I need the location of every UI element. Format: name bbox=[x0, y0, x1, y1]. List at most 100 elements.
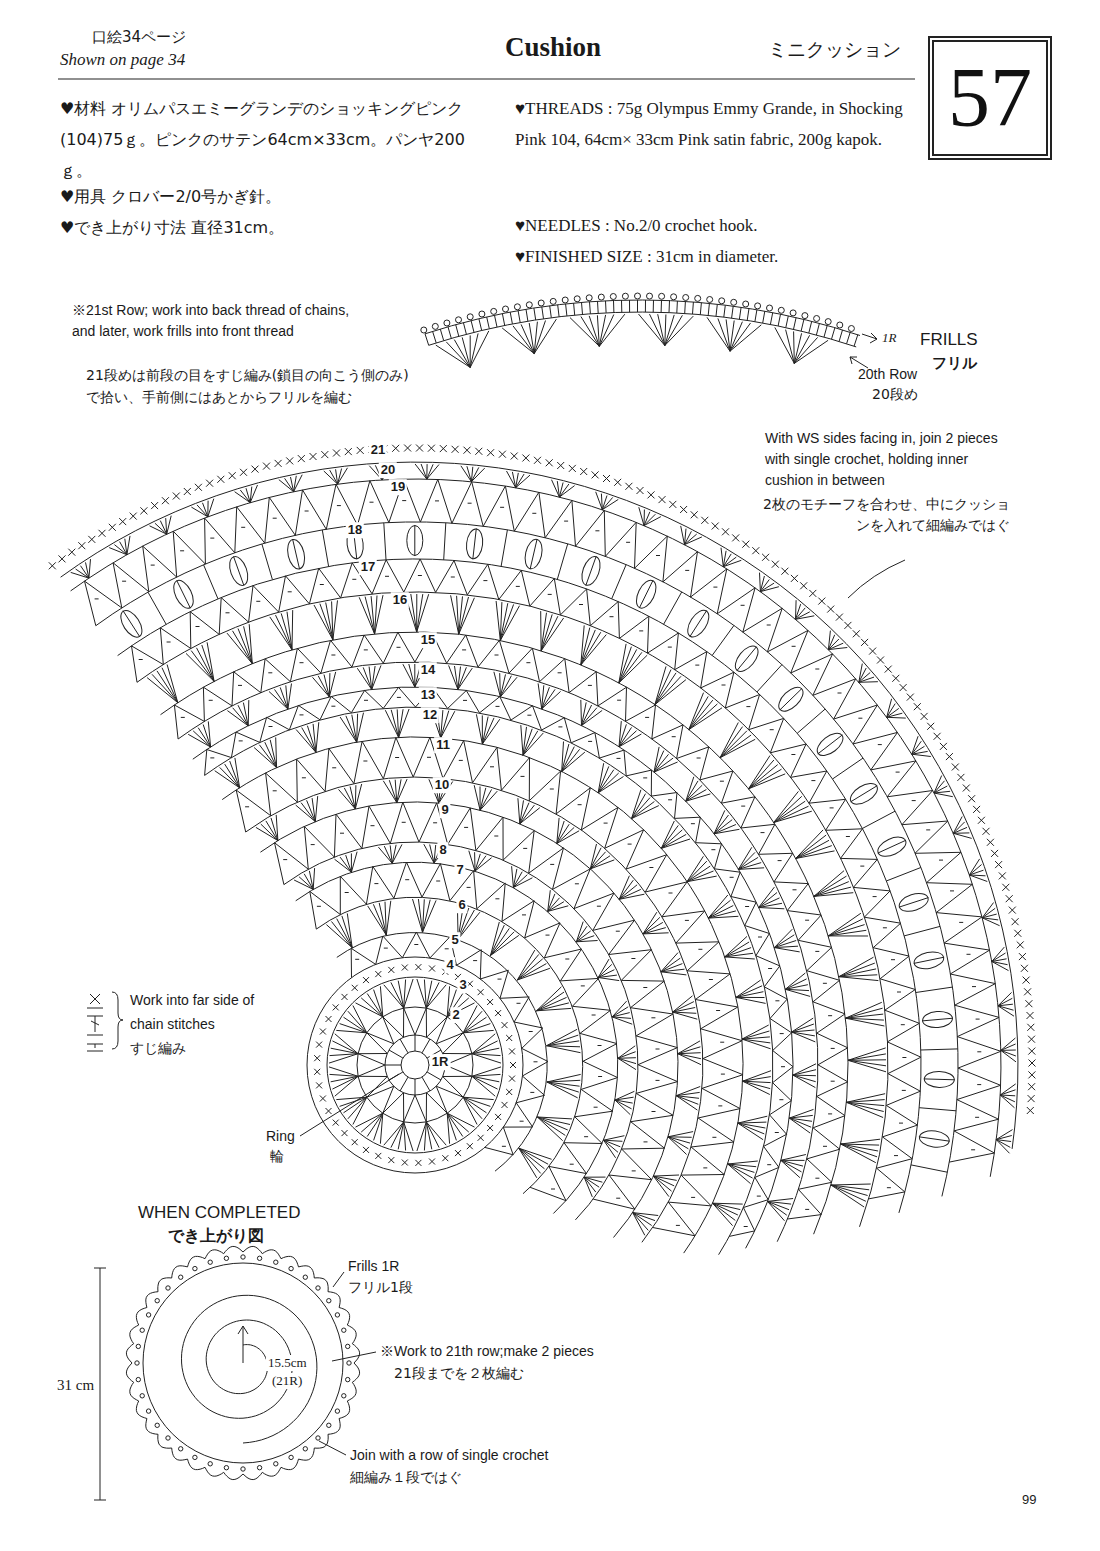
page-title: Cushion bbox=[505, 32, 601, 63]
header-rule bbox=[58, 78, 915, 79]
materials-note: ♥材料 オリムパスエミーグランデのショッキングピンク(104)75ｇ。ピンクのサ… bbox=[60, 93, 480, 186]
picot bbox=[695, 295, 701, 301]
picot bbox=[790, 310, 796, 316]
picot bbox=[707, 297, 713, 303]
row-number: 6 bbox=[456, 897, 467, 913]
join-stitch bbox=[274, 1260, 278, 1264]
part-label: 輪 bbox=[270, 1148, 284, 1165]
picot bbox=[550, 298, 556, 304]
round-line bbox=[61, 462, 1018, 1255]
leader-arrow bbox=[862, 333, 877, 343]
picot bbox=[526, 302, 532, 308]
row-number: 20 bbox=[379, 462, 397, 478]
picot bbox=[598, 294, 604, 300]
row-number: 8 bbox=[437, 842, 448, 858]
round-line bbox=[307, 957, 523, 1173]
dimension-label: (21R) bbox=[270, 1373, 304, 1389]
picot bbox=[432, 323, 438, 329]
picot bbox=[421, 327, 427, 333]
picot bbox=[743, 301, 749, 307]
picot bbox=[837, 322, 843, 328]
page-ref: 口絵34ページ bbox=[92, 28, 186, 46]
row-number: 18 bbox=[346, 522, 364, 538]
picot bbox=[635, 293, 641, 299]
join-stitch bbox=[335, 1409, 339, 1413]
frill-edge bbox=[126, 1246, 359, 1479]
completed-outline bbox=[143, 1263, 343, 1463]
join-stitch bbox=[135, 1361, 139, 1365]
section-label: WHEN COMPLETED bbox=[138, 1203, 300, 1223]
stitch-marks bbox=[49, 445, 1036, 1237]
join-stitch bbox=[335, 1313, 339, 1317]
join-stitch bbox=[224, 1256, 228, 1260]
assembly-note: 2枚のモチーフを合わせ、中にクッションを入れて細編みではぐ bbox=[760, 494, 1010, 536]
callout-label: 細編み１段ではぐ bbox=[350, 1469, 462, 1486]
callout-label: フリル1段 bbox=[348, 1279, 413, 1296]
picot bbox=[479, 311, 485, 317]
picot bbox=[586, 295, 592, 301]
row-number: 21 bbox=[369, 442, 387, 458]
row-number: 3 bbox=[457, 977, 468, 993]
picot bbox=[574, 296, 580, 302]
join-stitch bbox=[316, 1436, 320, 1440]
row-number: 19 bbox=[389, 479, 407, 495]
picot bbox=[767, 305, 773, 311]
materials-note: ♥THREADS : 75g Olympus Emmy Grande, in S… bbox=[515, 93, 915, 155]
callout-label: ※Work to 21th row;make 2 pieces bbox=[380, 1343, 594, 1360]
tools-note: ♥用具 クロバー2/0号かぎ針。 bbox=[60, 187, 281, 206]
picot bbox=[825, 319, 831, 325]
row-number: 17 bbox=[359, 559, 377, 575]
stitch-symbol bbox=[87, 1044, 103, 1051]
join-stitch bbox=[289, 1266, 293, 1270]
row-number: 11 bbox=[434, 737, 452, 753]
stitch-symbol bbox=[87, 1016, 103, 1035]
join-stitch bbox=[303, 1275, 307, 1279]
part-label: Ring bbox=[266, 1128, 295, 1145]
join-stitch bbox=[179, 1447, 183, 1451]
picot bbox=[456, 317, 462, 323]
join-stitch bbox=[257, 1256, 261, 1260]
picot bbox=[514, 304, 520, 310]
stitch-symbol bbox=[87, 994, 103, 1008]
join-stitch bbox=[193, 1266, 197, 1270]
join-stitch bbox=[136, 1344, 140, 1348]
row-number: 12 bbox=[421, 707, 439, 723]
picot bbox=[491, 308, 497, 314]
row-number: 9 bbox=[439, 802, 450, 818]
row-label: 20th Row bbox=[858, 366, 917, 383]
row-number: 14 bbox=[419, 662, 437, 678]
row-label: 20段め bbox=[872, 386, 918, 403]
picot bbox=[622, 293, 628, 299]
join-stitch bbox=[179, 1275, 183, 1279]
join-stitch bbox=[155, 1299, 159, 1303]
bracket bbox=[112, 992, 123, 1049]
round-line bbox=[357, 1007, 473, 1123]
row-number: 1R bbox=[430, 1054, 451, 1070]
join-stitch bbox=[316, 1286, 320, 1290]
picot bbox=[802, 313, 808, 319]
join-stitch bbox=[166, 1436, 170, 1440]
join-stitch bbox=[155, 1423, 159, 1427]
row-number: 10 bbox=[433, 777, 451, 793]
picot bbox=[778, 307, 784, 313]
leader-line bbox=[848, 560, 905, 598]
size-note: ♥でき上がり寸法 直径31cm。 bbox=[60, 218, 284, 237]
center-ring bbox=[401, 1051, 429, 1079]
frill-chart bbox=[425, 300, 860, 367]
picot bbox=[683, 295, 689, 301]
picot bbox=[467, 314, 473, 320]
callout-label: 21段までを２枚編む bbox=[394, 1365, 524, 1382]
picot bbox=[659, 293, 665, 299]
callout-label: Join with a row of single crochet bbox=[350, 1447, 548, 1464]
note: 21段めは前段の目をすじ編み(鎖目の向こう側のみ)で拾い、手前側にはあとからフリ… bbox=[86, 364, 421, 408]
join-stitch bbox=[166, 1286, 170, 1290]
join-stitch bbox=[241, 1467, 245, 1471]
join-stitch bbox=[224, 1466, 228, 1470]
note: ※21st Row; work into back thread of chai… bbox=[72, 300, 362, 342]
join-stitch bbox=[289, 1455, 293, 1459]
join-stitch bbox=[146, 1313, 150, 1317]
join-stitch bbox=[346, 1377, 350, 1381]
picot bbox=[562, 297, 568, 303]
round-spiral bbox=[182, 1295, 317, 1443]
